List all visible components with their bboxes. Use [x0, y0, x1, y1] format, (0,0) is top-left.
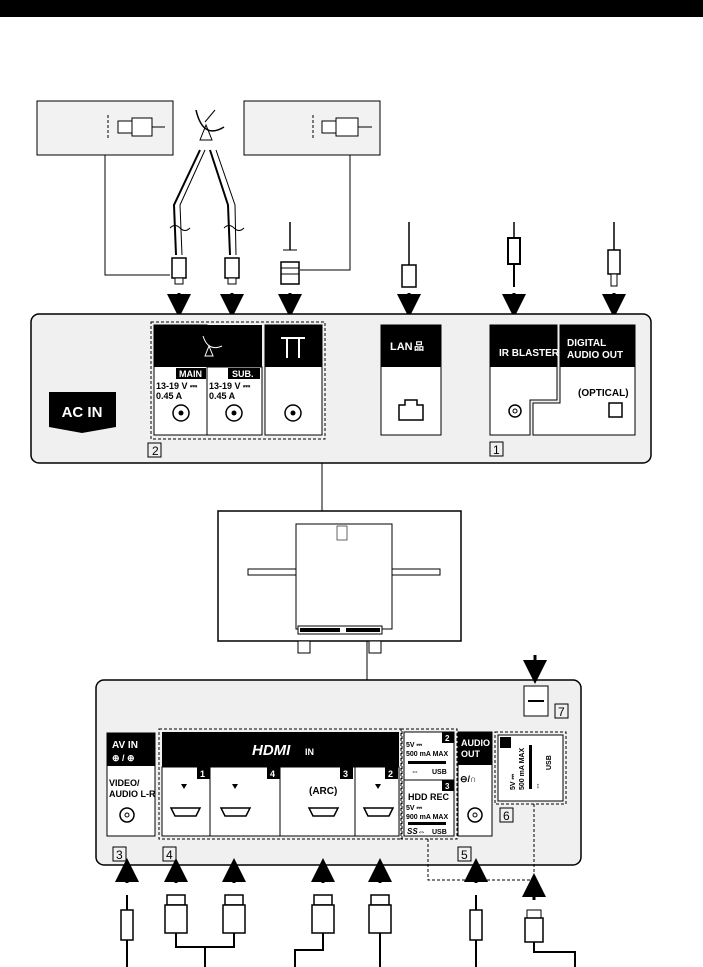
hdmi-port-2[interactable]: 2 — [354, 766, 400, 837]
sat-sub-port[interactable]: MAIN SUB. 13-19 V ⎓ 0.45 A — [176, 366, 263, 436]
usb3-voltage: 5V ⎓ — [406, 805, 423, 812]
network-icon: 品 — [414, 341, 424, 353]
side-usb-icon: ⇔ — [533, 782, 542, 790]
sat-main-plug-icon — [171, 257, 187, 285]
port-4-num: 4 — [270, 769, 275, 779]
sat-sub-voltage: 13-19 V ⎓ — [209, 381, 251, 391]
satellite-box-left — [36, 100, 174, 156]
aerial-plug-icon — [280, 222, 300, 285]
usb-plug-icon — [524, 909, 576, 967]
side-usb-slot — [523, 685, 549, 717]
hdmi-logo: HDMI — [252, 742, 291, 759]
port-3-num: 3 — [343, 769, 348, 779]
callout-2-upper: 2 — [152, 444, 159, 458]
hdmi-port-4[interactable]: 4 — [209, 766, 281, 837]
connect-arrows-upper — [167, 293, 626, 318]
headphone-icon: ⊖/∩ — [460, 774, 477, 784]
header-bar — [0, 0, 703, 17]
aerial-port[interactable] — [264, 324, 323, 436]
ac-in-label: AC IN — [49, 392, 116, 433]
out-label: OUT — [461, 749, 481, 759]
usb-port-2[interactable]: 2 5V ⎓ 500 mA MAX USB ⇔ — [403, 731, 455, 781]
video-audio-label-1: VIDEO/ — [109, 778, 140, 788]
port-2-num: 2 — [388, 769, 393, 779]
ir-blaster-label: IR BLASTER — [499, 348, 560, 359]
callout-6: 6 — [503, 809, 510, 823]
hdmi-plug-icons — [164, 894, 392, 934]
side-usb-current: 500 mA MAX — [519, 748, 526, 790]
usb-icon: ⇔ — [411, 767, 419, 776]
callout-1: 1 — [493, 443, 500, 457]
sat-sub-label: SUB. — [232, 369, 254, 379]
callout-3: 3 — [116, 848, 123, 862]
aerial-box-right — [243, 100, 381, 156]
sat-main-voltage: 13-19 V ⎓ — [156, 381, 198, 391]
sat-main-badge: MAIN — [179, 369, 202, 379]
ss-usb-icon: SS⇔ — [407, 827, 426, 836]
video-audio-label-2: AUDIO L-R — [109, 789, 156, 799]
optical-port[interactable]: DIGITAL AUDIO OUT (OPTICAL) — [532, 324, 636, 436]
side-usb-label: USB — [546, 755, 553, 770]
sat-dish-small-icon — [202, 335, 223, 357]
usb2-label: USB — [432, 769, 447, 776]
usb3-num: 3 — [445, 782, 450, 791]
av-in-plug-icon — [120, 895, 134, 967]
lan-port[interactable]: LAN 品 — [380, 324, 442, 436]
lan-plug-icon — [401, 222, 417, 288]
usb2-voltage: 5V ⎓ — [406, 742, 423, 749]
sat-main-current: 0.45 A — [156, 391, 183, 401]
ir-blaster-port[interactable]: IR BLASTER — [489, 324, 560, 436]
aerial-icon — [281, 337, 305, 358]
tv-rear-view — [217, 510, 462, 654]
sat-sub-current: 0.45 A — [209, 391, 236, 401]
av-in-icons: ⊕ / ⊕ — [112, 753, 135, 763]
lan-label: LAN — [390, 341, 413, 353]
usb3-current: 900 mA MAX — [406, 814, 448, 821]
arc-label: (ARC) — [309, 786, 337, 797]
sat-main-port[interactable]: MAIN 13-19 V ⎓ 0.45 A — [153, 324, 262, 436]
audio-out-plug-icon — [469, 895, 483, 967]
av-in-label: AV IN — [112, 740, 138, 751]
side-usb-voltage: 5V ⎓ — [510, 773, 517, 790]
audio-label: AUDIO — [461, 738, 490, 748]
hdmi-port-1[interactable]: 1 — [161, 766, 211, 837]
usb2-current: 500 mA MAX — [406, 751, 448, 758]
optical-plug-icon — [607, 222, 621, 287]
optical-label: (OPTICAL) — [578, 388, 629, 399]
usb3-label: USB — [432, 829, 447, 836]
callout-7: 7 — [558, 705, 565, 719]
hdmi-port-3[interactable]: 3 (ARC) — [279, 766, 356, 837]
usb2-num: 2 — [445, 734, 450, 743]
sat-sub-plug-icon — [224, 257, 240, 285]
side-usb-port[interactable]: 5V ⎓ 500 mA MAX USB ⇔ — [497, 734, 564, 802]
audio-out-port[interactable]: AUDIO OUT ⊖/∩ — [457, 731, 493, 837]
satellite-dish-icon — [195, 109, 225, 141]
hdmi-in-label: IN — [305, 747, 314, 757]
ac-in-text: AC IN — [62, 404, 103, 421]
hdd-rec-label: HDD REC — [408, 792, 450, 802]
callout-4: 4 — [166, 848, 173, 862]
audio-out-label: AUDIO OUT — [567, 350, 623, 361]
port-1-num: 1 — [200, 769, 205, 779]
usb-port-3-hdd[interactable]: 3 HDD REC 5V ⎓ 900 mA MAX USB SS⇔ — [403, 779, 455, 837]
ir-plug-icon — [507, 222, 521, 287]
upper-panel — [30, 313, 652, 464]
connect-arrows-lower — [115, 858, 546, 900]
digital-label: DIGITAL — [567, 338, 606, 349]
av-in-port[interactable]: AV IN ⊕ / ⊕ VIDEO/ AUDIO L-R — [106, 732, 156, 837]
callout-5: 5 — [461, 848, 468, 862]
